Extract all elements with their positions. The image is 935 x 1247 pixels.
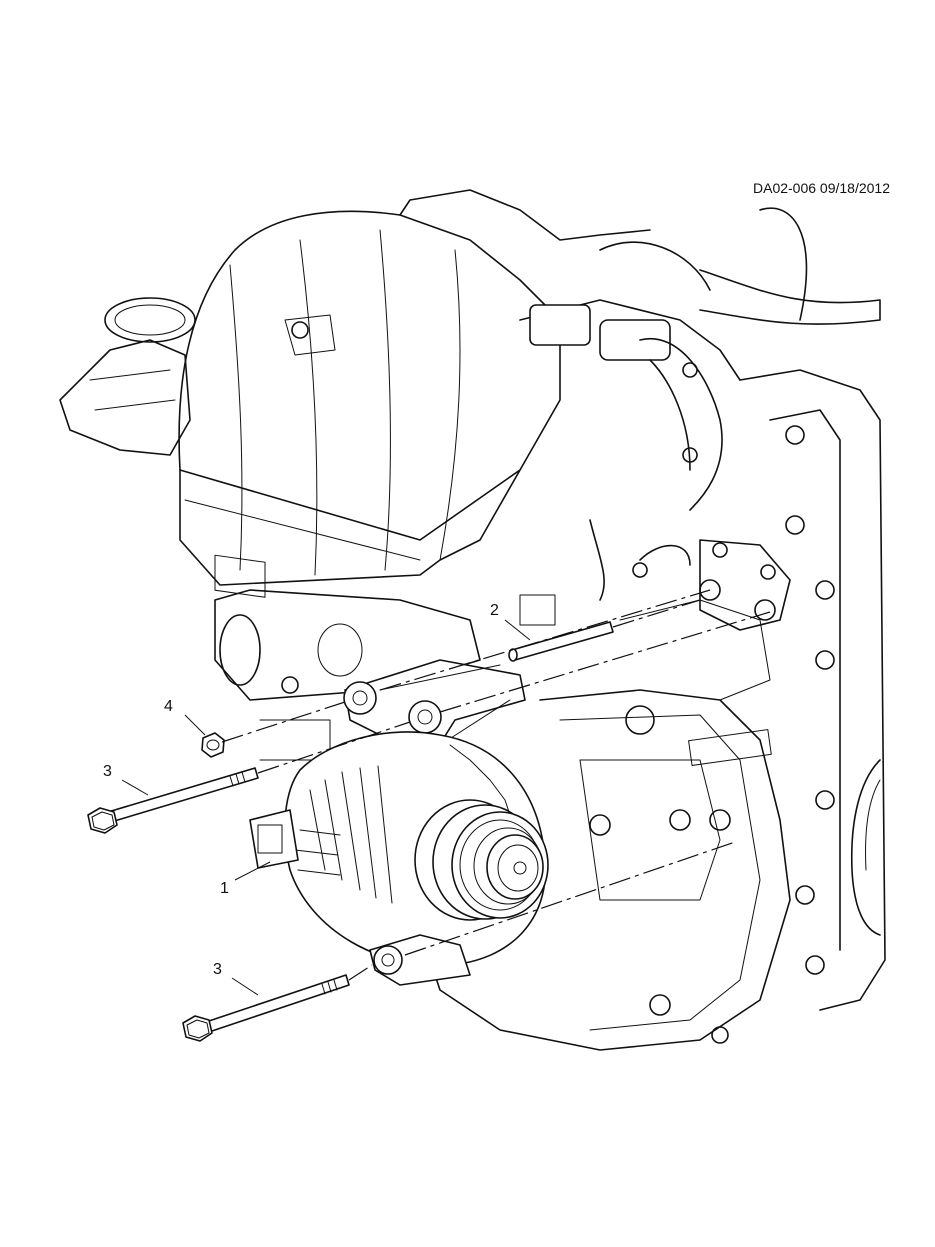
generator-part-1 bbox=[249, 659, 549, 986]
bolt-part-3-upper bbox=[87, 767, 259, 834]
nut-part-4 bbox=[201, 732, 225, 758]
callout-3-upper: 3 bbox=[103, 763, 112, 780]
stud-part-2 bbox=[508, 621, 614, 662]
engine-bolts bbox=[281, 362, 835, 975]
callout-3-lower: 3 bbox=[213, 961, 222, 978]
diagram-reference-code: DA02-006 09/18/2012 bbox=[753, 180, 890, 196]
bolt-part-3-lower bbox=[182, 974, 350, 1042]
engine-assembly bbox=[59, 189, 886, 1051]
callout-leaders bbox=[121, 619, 531, 996]
alignment-lines bbox=[221, 589, 771, 981]
callout-2: 2 bbox=[490, 602, 499, 619]
callout-4: 4 bbox=[164, 698, 173, 715]
callout-1: 1 bbox=[220, 880, 229, 897]
